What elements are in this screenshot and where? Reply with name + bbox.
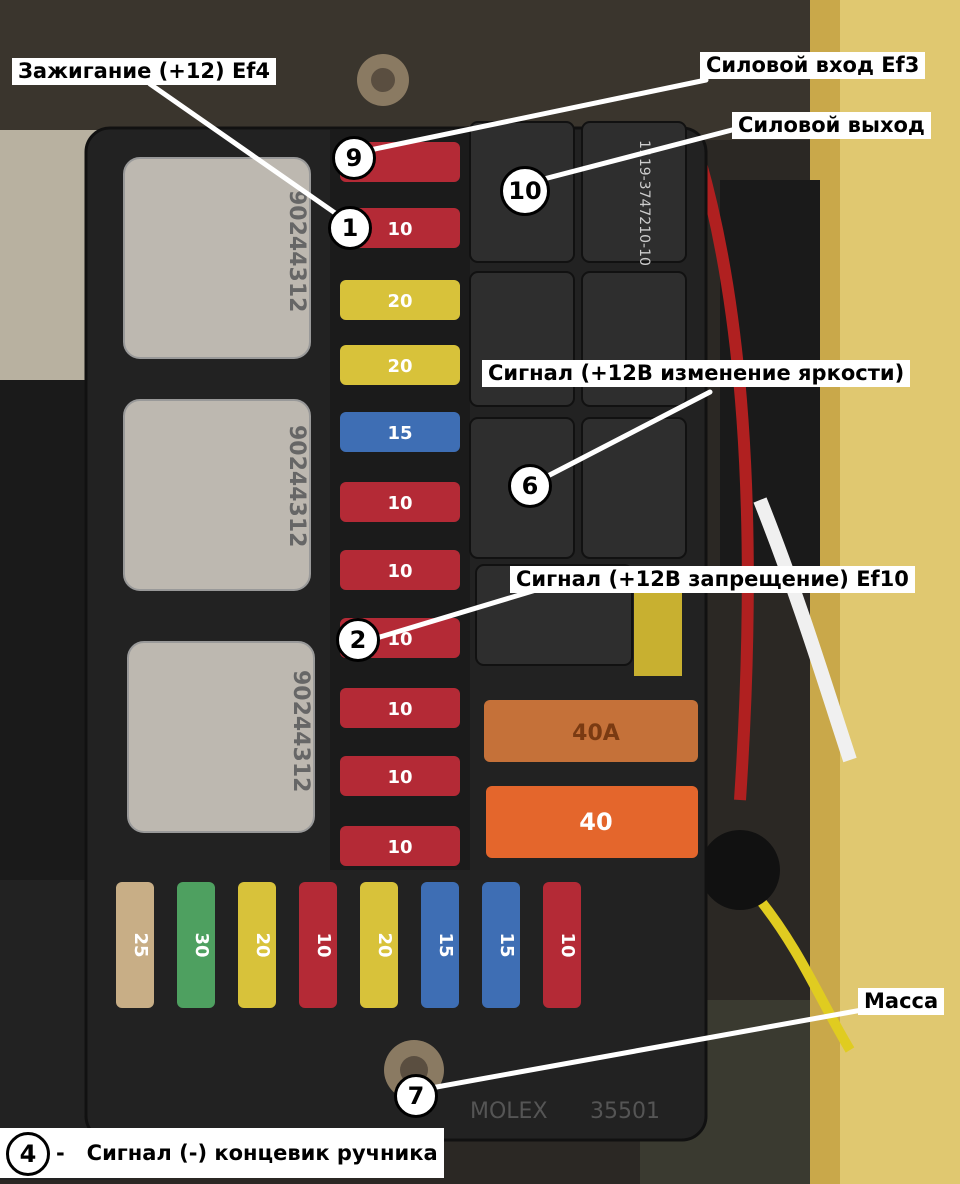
big-relay-1-code: 90244312 (284, 190, 309, 312)
fuse-col-label: 15 (387, 423, 412, 444)
label-power-in: Силовой вход Ef3 (700, 52, 926, 79)
big-relay-3-code: 90244312 (288, 670, 313, 792)
big-relay-3: 90244312 (127, 641, 315, 833)
fuse-col-4: 15 (340, 412, 460, 452)
label-handbrake: Сигнал (-) концевик ручника (86, 1141, 438, 1165)
label-handbrake-dash: - (56, 1141, 65, 1165)
big-relay-1: 90244312 (123, 157, 311, 359)
label-ground: Масса (858, 988, 945, 1015)
fuse-bottom-6: 15 (482, 882, 520, 1008)
marker-4: 4 (6, 1132, 50, 1176)
fuse-bottom-label: 20 (374, 932, 395, 957)
label-power-out: Силовой выход (732, 112, 931, 139)
fuse-bottom-label: 10 (557, 932, 578, 957)
fuse-bottom-3: 10 (299, 882, 337, 1008)
fuse-col-label: 20 (387, 291, 412, 312)
big-relay-2-code: 90244312 (284, 425, 309, 547)
marker-1: 1 (328, 206, 372, 250)
fuse-col-label: 20 (387, 356, 412, 377)
fuse-bottom-4: 20 (360, 882, 398, 1008)
fuse-bottom-1: 30 (177, 882, 215, 1008)
fuse-col-label: 10 (387, 767, 412, 788)
fuse-col-label: 10 (387, 561, 412, 582)
marker-9: 9 (332, 136, 376, 180)
fuse-col-2: 20 (340, 280, 460, 320)
svg-text:40A: 40A (572, 721, 620, 746)
fuse-col-label: 10 (387, 837, 412, 858)
fuse-bottom-label: 10 (313, 932, 334, 957)
fuse-col-9: 10 (340, 756, 460, 796)
fuse-bottom-2: 20 (238, 882, 276, 1008)
fuse-bottom-0: 25 (116, 882, 154, 1008)
label-signal-prohibit: Сигнал (+12В запрещение) Ef10 (510, 566, 915, 593)
big-relay-2: 90244312 (123, 399, 311, 591)
fuse-col-label: 10 (387, 699, 412, 720)
fuse-bottom-label: 30 (191, 932, 212, 957)
molex-number: 35501 (590, 1099, 660, 1124)
marker-2: 2 (336, 618, 380, 662)
fuse-col-label: 10 (387, 493, 412, 514)
fuse-bottom-5: 15 (421, 882, 459, 1008)
label-signal-brightness: Сигнал (+12В изменение яркости) (482, 360, 911, 387)
svg-text:40: 40 (579, 808, 612, 836)
fuse-bottom-label: 15 (435, 932, 456, 957)
fuse-bottom-label: 15 (496, 932, 517, 957)
label-ignition: Зажигание (+12) Ef4 (12, 58, 277, 85)
molex-text: MOLEX (470, 1099, 548, 1124)
fuse-col-label: 10 (387, 219, 412, 240)
fuse-col-10: 10 (340, 826, 460, 866)
fuse-col-8: 10 (340, 688, 460, 728)
marker-6: 6 (508, 464, 552, 508)
maxi-fuse-40: 40 (486, 786, 698, 858)
marker-7: 7 (394, 1074, 438, 1118)
fuse-bottom-label: 20 (252, 932, 273, 957)
fuse-col-3: 20 (340, 345, 460, 385)
fuse-bottom-row: 25 30 20 10 20 15 15 10 (116, 882, 581, 1008)
fuse-bottom-7: 10 (543, 882, 581, 1008)
small-relay-code: 1119-3747210-10 (636, 140, 652, 266)
fuse-bottom-label: 25 (130, 932, 151, 957)
fuse-col-6: 10 (340, 550, 460, 590)
label-handbrake-row: - Сигнал (-) концевик ручника (0, 1128, 444, 1178)
callout-lines (147, 77, 865, 1093)
marker-10: 10 (500, 166, 550, 216)
fuse-col-5: 10 (340, 482, 460, 522)
maxi-fuse-40a: 40A (484, 700, 698, 762)
